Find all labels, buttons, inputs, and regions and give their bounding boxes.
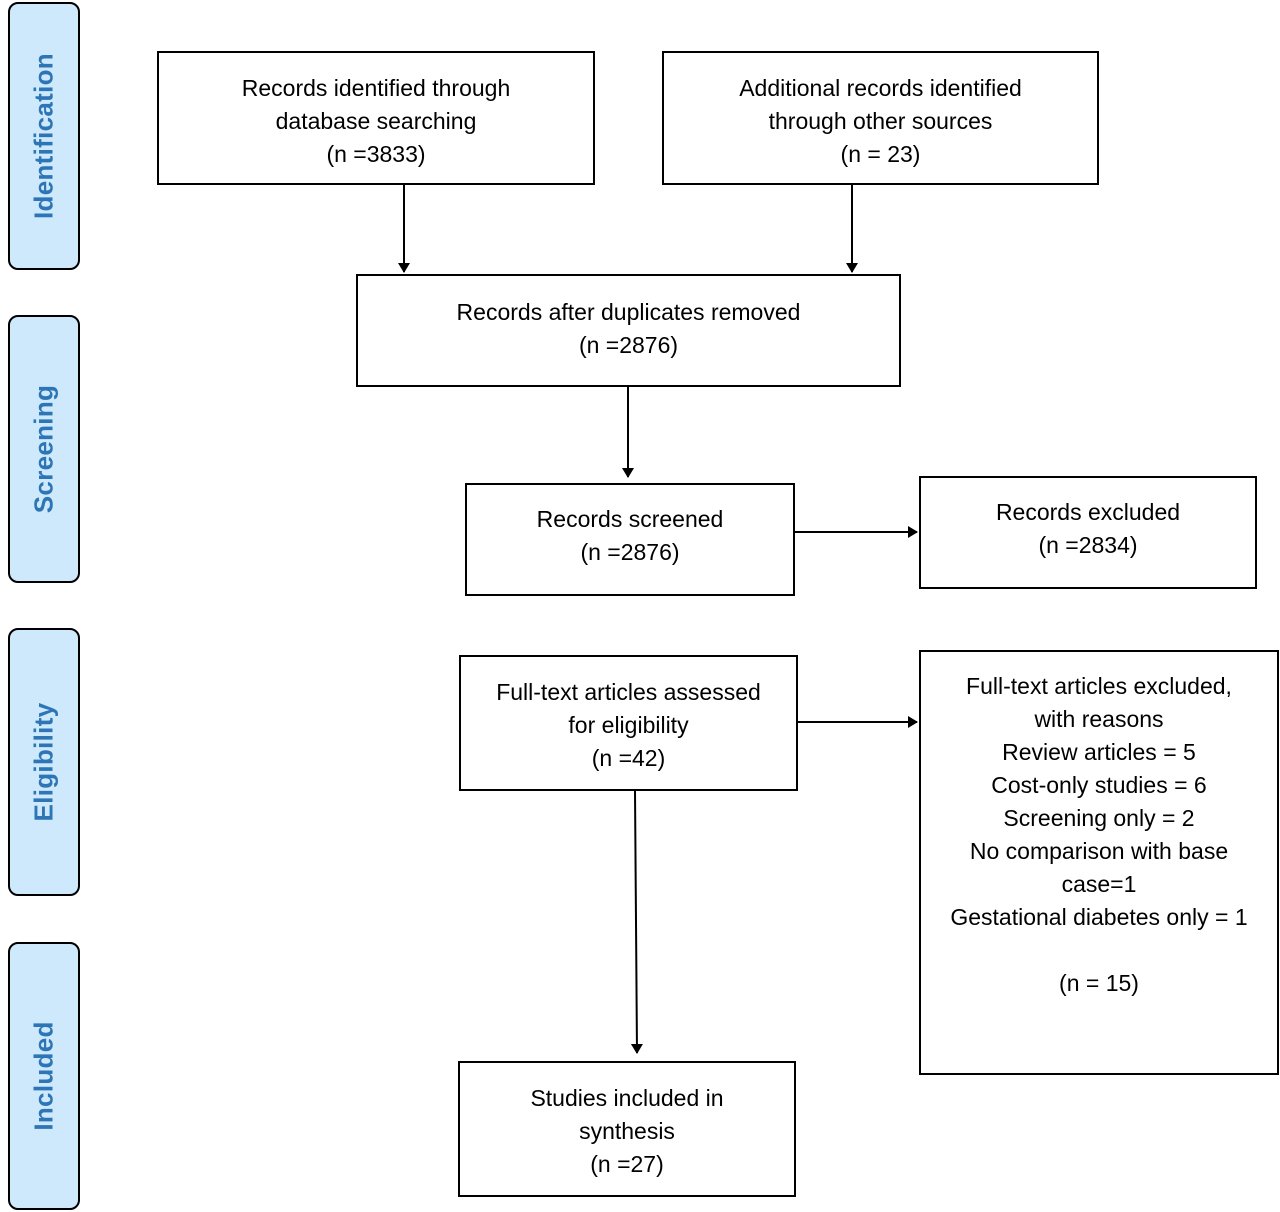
full-text-excluded-line-2: with reasons	[1034, 706, 1164, 732]
included-synthesis-count: (n =27)	[590, 1151, 664, 1177]
full-text-assessed-line-1: Full-text articles assessed	[496, 679, 761, 705]
exclusion-reason-review-articles: Review articles = 5	[1002, 739, 1196, 765]
database-search-box: Records identified through database sear…	[157, 51, 595, 185]
full-text-excluded-count: (n = 15)	[1059, 970, 1139, 996]
stage-identification-label: Identification	[28, 53, 59, 219]
included-synthesis-line-2: synthesis	[579, 1118, 675, 1144]
stage-screening: Screening	[8, 315, 80, 583]
database-search-line-2: database searching	[275, 108, 477, 134]
records-screened-line-1: Records screened	[536, 506, 724, 532]
stage-eligibility-label: Eligibility	[28, 702, 59, 822]
exclusion-reason-no-comparison: No comparison with base	[969, 838, 1229, 864]
full-text-assessed-box: Full-text articles assessed for eligibil…	[459, 655, 798, 791]
exclusion-reason-no-comparison-cont: case=1	[1061, 871, 1137, 897]
records-excluded-line-1: Records excluded	[995, 499, 1181, 525]
other-sources-count: (n = 23)	[840, 141, 921, 167]
records-excluded-box: Records excluded (n =2834)	[919, 476, 1257, 589]
full-text-assessed-count: (n =42)	[591, 745, 666, 771]
stage-included: Included	[8, 942, 80, 1210]
full-text-assessed-line-2: for eligibility	[568, 712, 689, 738]
records-screened-box: Records screened (n =2876)	[465, 483, 795, 596]
full-text-excluded-box: Full-text articles excluded, with reason…	[919, 650, 1279, 1075]
records-screened-count: (n =2876)	[580, 539, 680, 565]
other-sources-box: Additional records identified through ot…	[662, 51, 1099, 185]
full-text-excluded-line-1: Full-text articles excluded,	[966, 673, 1232, 699]
duplicates-removed-box: Records after duplicates removed (n =287…	[356, 274, 901, 387]
arrow-assessed-to-included	[630, 790, 643, 1054]
other-sources-line-1: Additional records identified	[739, 75, 1022, 101]
stage-eligibility: Eligibility	[8, 628, 80, 896]
duplicates-removed-line-1: Records after duplicates removed	[456, 299, 801, 325]
exclusion-reason-screening-only: Screening only = 2	[1003, 805, 1195, 831]
database-search-line-1: Records identified through	[241, 75, 511, 101]
included-synthesis-box: Studies included in synthesis (n =27)	[458, 1061, 796, 1197]
stage-identification: Identification	[8, 2, 80, 270]
exclusion-reason-gestational: Gestational diabetes only = 1	[950, 904, 1248, 930]
included-synthesis-line-1: Studies included in	[530, 1085, 724, 1111]
records-excluded-count: (n =2834)	[1038, 532, 1138, 558]
other-sources-line-2: through other sources	[768, 108, 993, 134]
exclusion-reason-cost-only: Cost-only studies = 6	[991, 772, 1207, 798]
database-search-count: (n =3833)	[326, 141, 426, 167]
stage-included-label: Included	[28, 1021, 59, 1131]
stage-screening-label: Screening	[28, 384, 59, 514]
duplicates-removed-count: (n =2876)	[578, 332, 679, 358]
